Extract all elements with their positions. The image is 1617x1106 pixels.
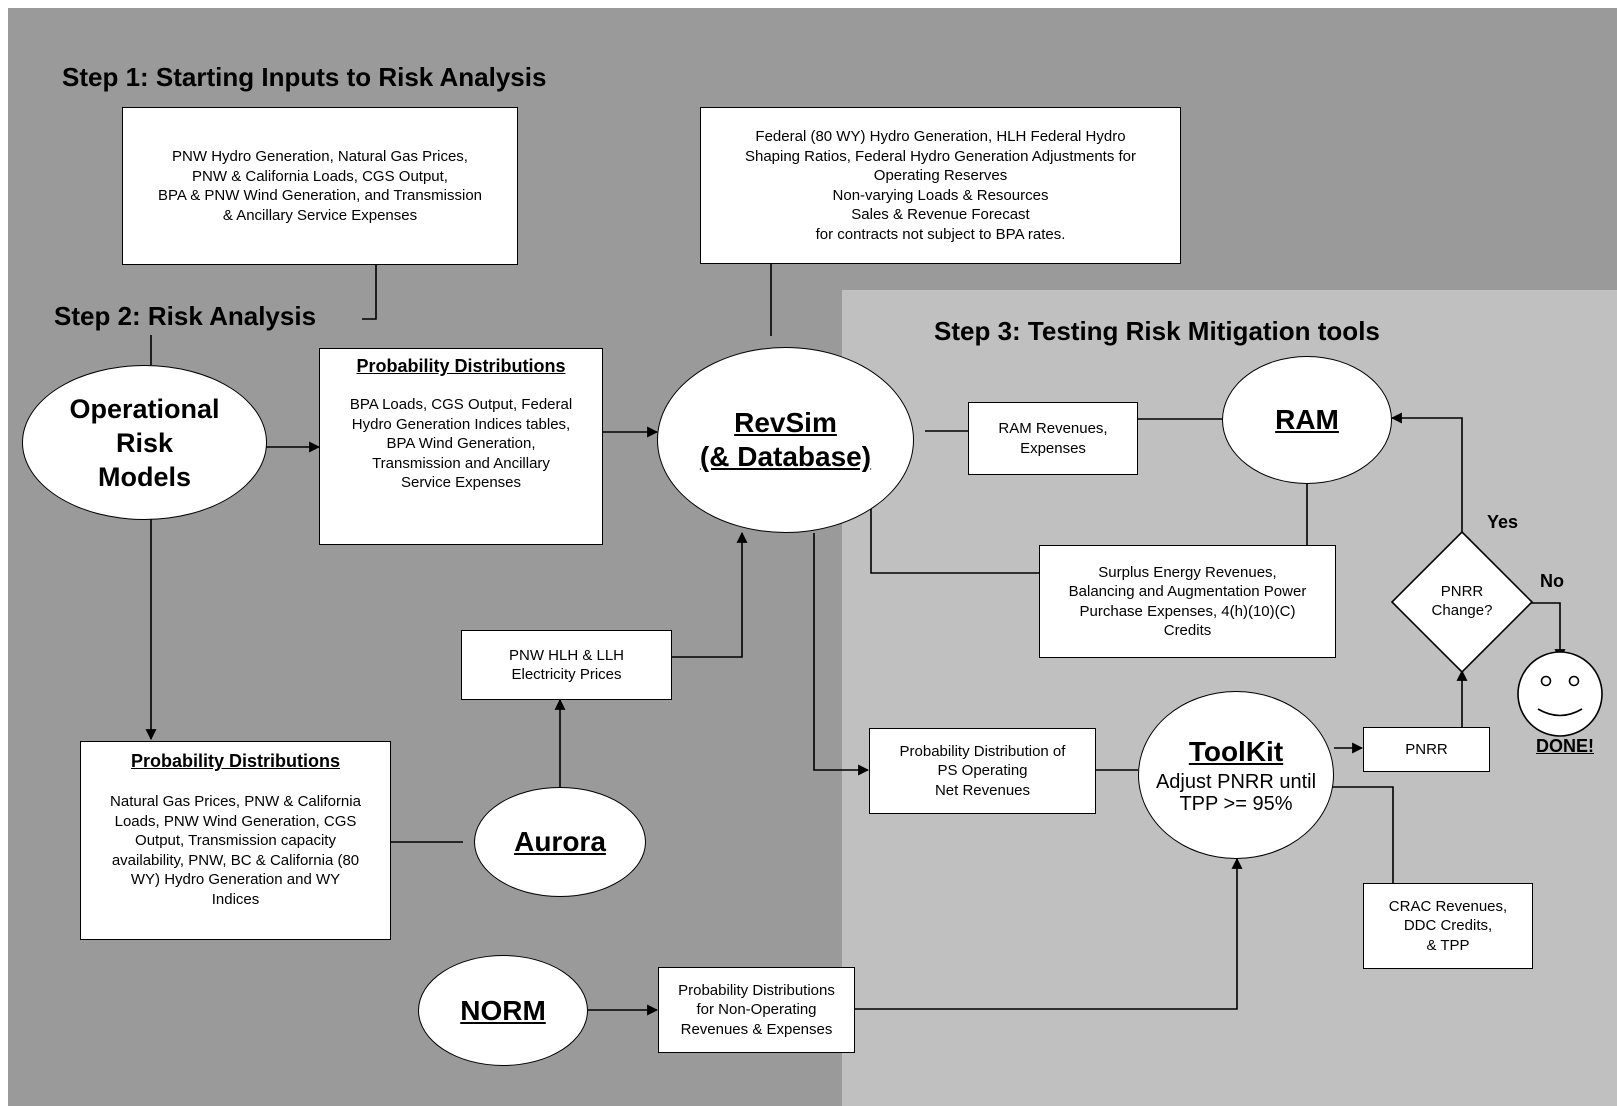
surplus-energy-box: Surplus Energy Revenues, Balancing and A… — [1039, 545, 1336, 658]
box-line: Probability Distribution of — [899, 742, 1066, 760]
box-line: RAM Revenues, — [998, 420, 1108, 437]
box-line: Purchase Expenses, 4(h)(10)(C) — [1079, 602, 1296, 620]
norm-node: NORM — [418, 955, 588, 1066]
box-line: & Ancillary Service Expenses — [222, 206, 418, 224]
box-line: Natural Gas Prices, PNW & California — [110, 793, 361, 810]
box-line: PNW HLH & LLH — [508, 646, 625, 664]
smiley-left-eye — [1540, 675, 1552, 687]
arrow-decision-yes-to-ram — [1390, 412, 1463, 532]
connector-step1-to-step2 — [362, 265, 377, 320]
node-label: NORM — [460, 994, 546, 1026]
node-label: Aurora — [514, 826, 606, 857]
node-label: Adjust PNRR until — [1155, 771, 1317, 793]
step2-title: Step 2: Risk Analysis — [54, 301, 317, 331]
box-line: Non-varying Loads & Resources — [832, 186, 1049, 204]
crac-box: CRAC Revenues, DDC Credits, & TPP — [1363, 883, 1533, 969]
box-line: Service Expenses — [400, 474, 522, 491]
box-line: Surplus Energy Revenues, — [1098, 563, 1277, 581]
box-line: Revenues & Expenses — [680, 1020, 833, 1038]
box-line: BPA Wind Generation, — [386, 435, 536, 452]
box-line: Sales & Revenue Forecast — [851, 206, 1030, 223]
decision-yes-label: Yes — [1487, 512, 1519, 532]
step1-inputs-box: PNW Hydro Generation, Natural Gas Prices… — [122, 107, 518, 265]
step3-title: Step 3: Testing Risk Mitigation tools — [934, 316, 1380, 346]
box-line: Credits — [1163, 622, 1212, 639]
prob-dist-top-box: Probability Distributions BPA Loads, CGS… — [319, 348, 603, 545]
done-label: DONE! — [1536, 736, 1594, 756]
box-line: PNW Hydro Generation, Natural Gas Prices… — [172, 148, 468, 165]
ps-operating-box: Probability Distribution of PS Operating… — [869, 728, 1096, 814]
decision-no-label: No — [1540, 571, 1564, 591]
box-line: for Non-Operating — [696, 1001, 817, 1019]
box-heading: Probability Distributions — [356, 356, 566, 376]
node-label: TPP >= 95% — [1179, 793, 1293, 815]
connector-revsim-to-surplus — [870, 503, 1039, 574]
decision-label: PNRR Change? — [1412, 582, 1512, 620]
smiley-right-eye — [1568, 675, 1580, 687]
box-line: for contracts not subject to BPA rates. — [815, 225, 1066, 243]
prob-dist-bottom-box: Probability Distributions Natural Gas Pr… — [80, 741, 391, 940]
node-label: RevSim — [734, 407, 837, 438]
box-line: PS Operating — [937, 762, 1028, 780]
box-line: Probability Distributions — [678, 981, 835, 999]
box-heading: Probability Distributions — [130, 751, 340, 771]
arrow-non-operating-to-toolkit — [855, 857, 1243, 1010]
aurora-node: Aurora — [474, 787, 646, 897]
box-line: BPA Loads, CGS Output, Federal — [349, 396, 573, 413]
box-line: Electricity Prices — [511, 666, 622, 683]
box-line: PNRR — [1405, 740, 1448, 758]
step1-title: Step 1: Starting Inputs to Risk Analysis — [62, 62, 547, 92]
operational-risk-models-node: Operational Risk Models — [22, 365, 267, 520]
box-line: Federal (80 WY) Hydro Generation, HLH Fe… — [755, 128, 1126, 145]
box-line: Transmission and Ancillary — [372, 454, 550, 472]
ram-node: RAM — [1222, 356, 1392, 484]
box-line: PNW & California Loads, CGS Output, — [192, 167, 448, 185]
decision-line: Change? — [1431, 602, 1493, 619]
done-smiley-face — [1517, 651, 1603, 737]
revsim-node: RevSim (& Database) — [657, 347, 914, 533]
box-line: Shaping Ratios, Federal Hydro Generation… — [744, 147, 1137, 165]
node-label: Models — [97, 461, 191, 492]
federal-inputs-box: Federal (80 WY) Hydro Generation, HLH Fe… — [700, 107, 1181, 264]
electricity-prices-box: PNW HLH & LLH Electricity Prices — [461, 630, 672, 700]
box-line: CRAC Revenues, — [1388, 897, 1508, 915]
box-line: Indices — [211, 890, 260, 908]
box-line: Net Revenues — [934, 781, 1031, 799]
pnrr-box: PNRR — [1363, 727, 1490, 772]
node-label: (& Database) — [699, 441, 872, 472]
decision-line: PNRR — [1440, 583, 1484, 600]
box-line: Output, Transmission capacity — [135, 832, 336, 849]
box-line: Hydro Generation Indices tables, — [351, 415, 571, 433]
smiley-mouth — [1537, 708, 1583, 717]
non-operating-box: Probability Distributions for Non-Operat… — [658, 967, 855, 1053]
node-label: Operational — [69, 393, 220, 424]
box-line: WY) Hydro Generation and WY — [130, 871, 341, 888]
ram-revenues-box: RAM Revenues, Expenses — [968, 402, 1138, 475]
arrow-revsim-to-ps-operating — [813, 533, 870, 776]
node-label: RAM — [1275, 404, 1339, 435]
box-line: availability, PNW, BC & California (80 — [111, 851, 360, 869]
box-line: Expenses — [1020, 439, 1086, 457]
connector-toolkit-to-crac — [1327, 786, 1394, 883]
node-label: Risk — [115, 427, 174, 458]
decision-diamond — [1390, 530, 1534, 674]
box-line: Loads, PNW Wind Generation, CGS — [114, 812, 357, 830]
box-line: BPA & PNW Wind Generation, and Transmiss… — [157, 187, 483, 204]
box-line: Operating Reserves — [873, 167, 1008, 184]
node-label: ToolKit — [1188, 736, 1284, 767]
box-line: Balancing and Augmentation Power — [1068, 583, 1307, 600]
box-line: DDC Credits, — [1403, 917, 1493, 935]
arrow-decision-no-to-done — [1530, 602, 1566, 661]
toolkit-node: ToolKit Adjust PNRR until TPP >= 95% — [1138, 691, 1334, 859]
box-line: & TPP — [1426, 936, 1470, 954]
arrow-prices-to-revsim — [672, 531, 748, 658]
